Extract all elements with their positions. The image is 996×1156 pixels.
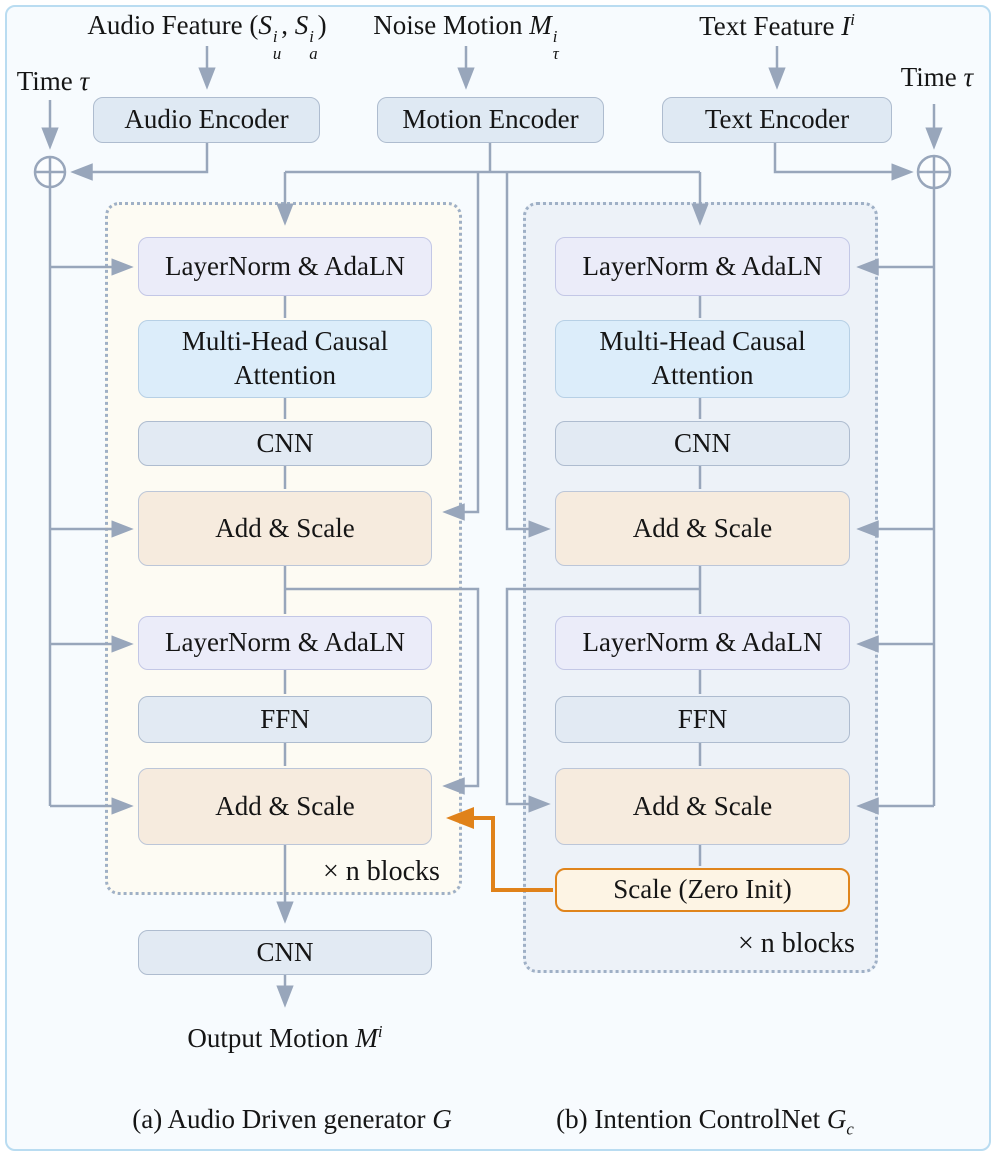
gen-layernorm1-box: LayerNorm & AdaLN [138,237,432,296]
text-encoder-box: Text Encoder [662,97,892,143]
caption-a: (a) Audio Driven generator G [132,1104,452,1134]
gen-output-cnn-box: CNN [138,930,432,975]
gen-cnn-box: CNN [138,421,432,466]
output-motion-label: Output Motion Mi [187,1022,383,1053]
wire-residual-gen-add2 [285,587,480,795]
ctrl-n-blocks-label: × n blocks [738,928,855,959]
time-label-right: Time τ [900,62,974,92]
ctrl-layernorm2-box: LayerNorm & AdaLN [555,616,850,670]
ctrl-add-scale2-box: Add & Scale [555,768,850,845]
wire-audio-encoder-to-sum [70,143,209,181]
ctrl-add-scale1-box: Add & Scale [555,491,850,566]
ctrl-attention-box: Multi-Head Causal Attention [555,320,850,398]
audio-encoder-box: Audio Encoder [93,97,320,143]
ctrl-layernorm1-box: LayerNorm & AdaLN [555,237,850,296]
time-label-left: Time τ [16,66,90,96]
ctrl-ffn-box: FFN [555,696,850,743]
sum-node-right [916,154,952,190]
gen-ffn-box: FFN [138,696,432,743]
wire-residual-ctrl-add1 [505,172,551,538]
sum-node-left [33,155,67,189]
text-feature-label: Text Feature Ii [699,10,855,41]
wire-residual-ctrl-add2 [505,587,700,813]
gen-add-scale1-box: Add & Scale [138,491,432,566]
motion-encoder-box: Motion Encoder [377,97,604,143]
gen-attention-box: Multi-Head Causal Attention [138,320,432,398]
ctrl-cnn-box: CNN [555,421,850,466]
gray-wires [33,46,952,1008]
wire-residual-gen-add1 [442,172,480,521]
scale-zero-init-box: Scale (Zero Init) [555,868,850,912]
gen-layernorm2-box: LayerNorm & AdaLN [138,616,432,670]
gen-add-scale2-box: Add & Scale [138,768,432,845]
wire-text-encoder-to-sum [773,143,914,181]
wire-zero-init-to-generator [446,807,553,892]
gen-n-blocks-label: × n blocks [323,856,440,887]
caption-b: (b) Intention ControlNet Gc [556,1104,854,1139]
